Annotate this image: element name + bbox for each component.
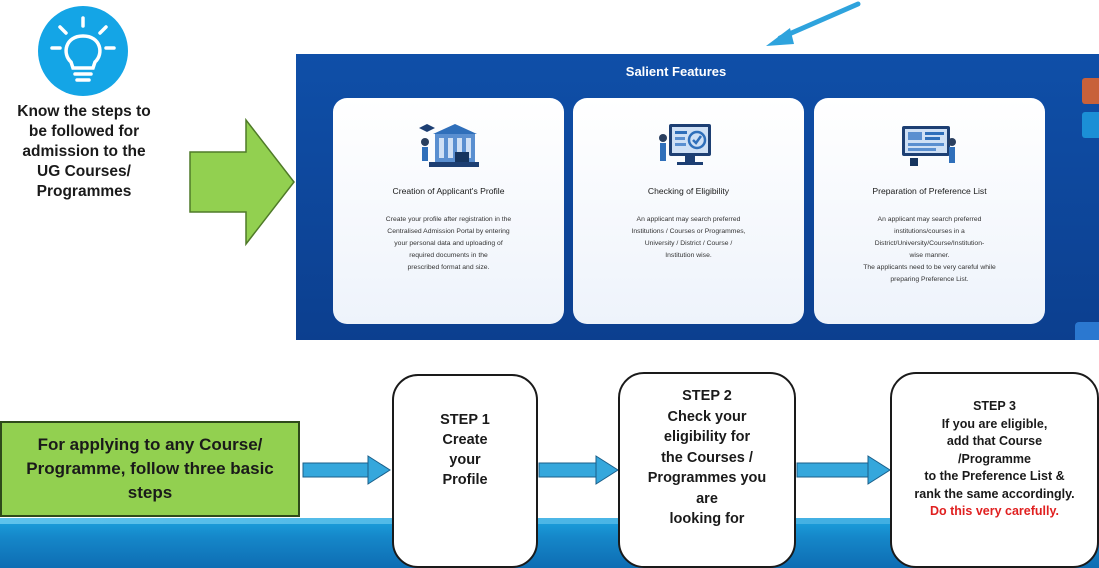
card-title: Checking of Eligibility (647, 186, 730, 196)
description-line: University / District / Course / (644, 240, 733, 247)
description-line: Centralised Admission Portal by entering (387, 228, 510, 235)
arrow-right-icon (302, 455, 391, 485)
arrow-right-icon (538, 455, 619, 485)
preference-list-illustration (902, 126, 956, 166)
steps-intro-line: Programme, follow three basic (26, 459, 274, 478)
steps-intro-line: steps (127, 483, 173, 502)
intro-text: Know the steps to be followed for admiss… (0, 102, 168, 202)
description-line: Institution wise. (665, 252, 712, 259)
step-line: add that Course (946, 434, 1043, 448)
step-line: Create (442, 432, 488, 448)
footer-band-highlight (0, 518, 1099, 526)
salient-features-panel: Salient Features Creation of Applicant's… (296, 54, 1099, 340)
step-line: are (696, 490, 718, 507)
description-line: preparing Preference List. (890, 276, 969, 283)
building-profile-illustration (419, 124, 479, 167)
step-line: your (449, 452, 481, 468)
share-button[interactable] (1082, 78, 1099, 104)
notification-button[interactable] (1082, 112, 1099, 138)
step-line: STEP 2 (682, 388, 732, 404)
card-description: An applicant may search preferred Instit… (587, 214, 790, 262)
step-line: the Courses / (661, 449, 753, 466)
steps-intro-box: For applying to any Course/ Programme, f… (0, 421, 300, 517)
step-line: Profile (442, 472, 488, 488)
panel-title: Salient Features (625, 64, 727, 79)
intro-line: admission to the (22, 143, 146, 160)
step-3-box: STEP 3 If you are eligible, add that Cou… (890, 372, 1099, 568)
description-line: your personal data and uploading of (394, 240, 503, 247)
description-line: An applicant may search preferred (877, 216, 982, 223)
description-line: wise manner. (909, 252, 950, 259)
step-line: /Programme (958, 451, 1031, 466)
description-line: prescribed format and size. (407, 264, 490, 271)
card-title: Preparation of Preference List (872, 186, 987, 196)
step-warning: Do this very carefully. (930, 504, 1059, 518)
card-description: An applicant may search preferred instit… (828, 214, 1031, 286)
feature-card-eligibility: Checking of Eligibility An applicant may… (573, 98, 804, 324)
feature-card-preference: Preparation of Preference List An applic… (814, 98, 1045, 324)
step-2-box: STEP 2 Check your eligibility for the Co… (618, 372, 796, 568)
step-line: to the Preference List & (924, 469, 1065, 483)
description-line: Create your profile after registration i… (385, 216, 512, 223)
steps-intro-line: For applying to any Course/ (37, 435, 263, 454)
card-description: Create your profile after registration i… (347, 214, 550, 274)
green-arrow-right-icon (189, 118, 295, 247)
step-line: rank the same accordingly. (914, 486, 1075, 501)
arrow-right-icon (796, 455, 891, 485)
intro-line: Know the steps to (17, 103, 151, 120)
description-line: District/University/Course/Institution- (874, 240, 985, 247)
step-1-box: STEP 1 Create your Profile (392, 374, 538, 568)
step-line: looking for (669, 511, 745, 527)
feature-card-profile: Creation of Applicant's Profile Create y… (333, 98, 564, 324)
intro-line: be followed for (28, 123, 140, 140)
step-line: Programmes you (647, 470, 767, 486)
step-line: STEP 1 (440, 412, 490, 428)
step-line: eligibility for (663, 429, 751, 445)
pointer-arrow-icon (766, 1, 861, 46)
intro-line: UG Courses/ (37, 163, 131, 180)
step-line: STEP 3 (973, 399, 1016, 413)
description-line: An applicant may search preferred (636, 216, 741, 223)
lightbulb-icon (38, 6, 128, 96)
description-line: required documents in the (409, 252, 488, 259)
description-line: The applicants need to be very careful w… (863, 264, 996, 271)
chat-widget-button[interactable] (1075, 322, 1099, 340)
step-line: If you are eligible, (941, 416, 1048, 431)
description-line: institutions/courses in a (894, 228, 965, 235)
card-title: Creation of Applicant's Profile (392, 186, 505, 196)
step-line: Check your (667, 408, 747, 425)
intro-line: Programmes (36, 183, 132, 200)
eligibility-check-illustration (659, 124, 711, 165)
description-line: Institutions / Courses or Programmes, (631, 228, 746, 235)
